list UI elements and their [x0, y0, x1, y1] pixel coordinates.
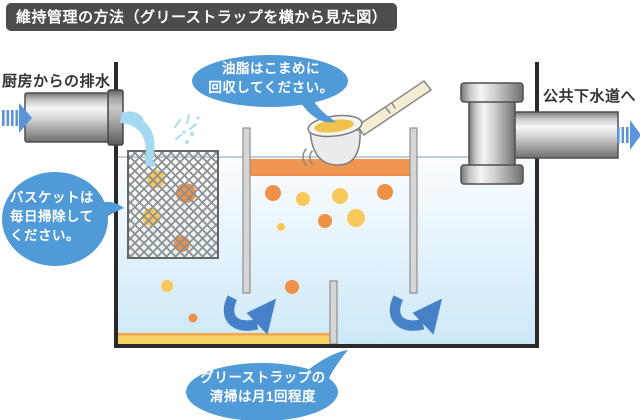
grease-tip-text: 油脂はこまめに 回収してください。	[208, 61, 334, 95]
ladle-icon	[302, 79, 433, 166]
outlet-label: 公共下水道へ	[543, 88, 637, 105]
oil-droplets	[161, 184, 393, 323]
strainer-basket	[127, 150, 219, 259]
grease-layer	[250, 159, 410, 176]
outlet-arrow-icon	[617, 120, 640, 150]
inlet-pipe	[24, 89, 124, 146]
basket-tip-text: バスケットは 毎日掃除して ください。	[10, 190, 94, 243]
speech-bubble-cleaning	[186, 350, 348, 420]
baffle-plate-1	[242, 127, 251, 294]
page-title: 維持管理の方法（グリーストラップを横から見た図）	[6, 3, 398, 31]
sediment-layer	[118, 333, 330, 344]
baffle-plate-2	[409, 127, 418, 294]
inlet-arrow-icon	[2, 103, 32, 133]
water-splash	[120, 111, 200, 167]
speech-bubble-basket	[2, 172, 124, 266]
cleaning-tip-text: グリーストラップの 清掃は月1回程度	[200, 370, 326, 404]
bottom-baffle-plate	[329, 280, 338, 345]
outlet-pipe	[460, 82, 619, 185]
speech-bubble-grease	[192, 55, 348, 123]
inlet-label: 厨房からの排水	[2, 73, 111, 90]
